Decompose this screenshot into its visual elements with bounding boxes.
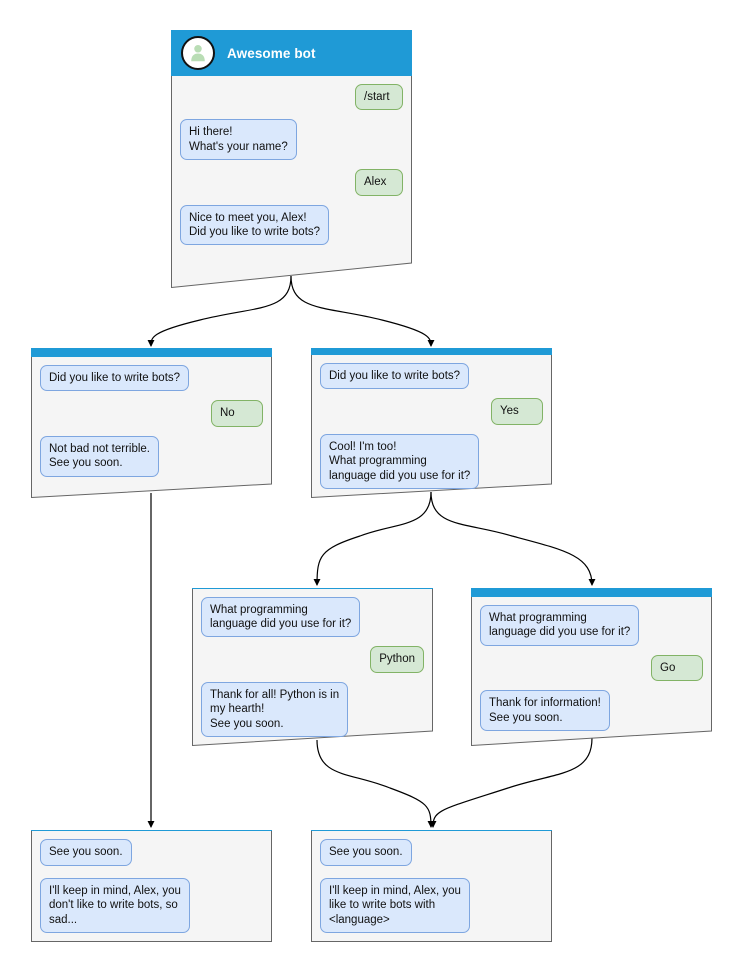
bot-message-bubble[interactable]: See you soon.	[40, 839, 132, 866]
bot-message-bubble[interactable]: See you soon.	[320, 839, 412, 866]
message-row: No	[40, 400, 263, 427]
node-python-branch[interactable]: What programming language did you use fo…	[192, 588, 433, 746]
bot-message-bubble[interactable]: What programming language did you use fo…	[201, 596, 361, 638]
node-end-yes-titlebar	[311, 830, 552, 832]
edge-yes-to-go	[430, 491, 596, 586]
message-row: What programming language did you use fo…	[480, 605, 703, 646]
message-row: Thank for all! Python is in my hearth! S…	[201, 681, 424, 737]
bot-message-bubble[interactable]: Nice to meet you, Alex! Did you like to …	[180, 204, 330, 246]
user-message-bubble[interactable]: No	[211, 400, 263, 427]
message-row: I'll keep in mind, Alex, you like to wri…	[320, 877, 543, 933]
message-row: Cool! I'm too! What programming language…	[320, 433, 543, 489]
bot-message-bubble[interactable]: Not bad not terrible. See you soon.	[40, 435, 160, 477]
node-python-branch-chat: What programming language did you use fo…	[192, 589, 433, 746]
bot-message-bubble[interactable]: Did you like to write bots?	[320, 362, 470, 390]
edge-python-to-endyes	[316, 739, 435, 828]
user-message-bubble[interactable]: Go	[651, 654, 703, 682]
message-row: Alex	[180, 169, 403, 196]
node-root-titlebar: Awesome bot	[171, 30, 412, 76]
bot-message-bubble[interactable]: I'll keep in mind, Alex, you like to wri…	[320, 877, 470, 933]
user-message-bubble[interactable]: /start	[355, 84, 403, 111]
node-root-bot-name: Awesome bot	[227, 45, 316, 61]
message-row: See you soon.	[320, 839, 543, 866]
node-no-branch-titlebar	[31, 348, 272, 357]
bot-message-bubble[interactable]: Did you like to write bots?	[40, 365, 190, 392]
message-row: Did you like to write bots?	[40, 365, 263, 392]
node-root[interactable]: Awesome bot /start Hi there! What's your…	[171, 30, 412, 288]
bot-message-bubble[interactable]: Thank for all! Python is in my hearth! S…	[201, 681, 349, 737]
node-no-branch-chat: Did you like to write bots? No Not bad n…	[31, 357, 272, 498]
node-root-chat: /start Hi there! What's your name? Alex …	[171, 76, 412, 288]
bot-message-bubble[interactable]: Thank for information! See you soon.	[480, 690, 610, 732]
node-yes-branch-titlebar	[311, 348, 552, 355]
message-row: Did you like to write bots?	[320, 362, 543, 390]
node-end-no-titlebar	[31, 830, 272, 832]
message-row: Thank for information! See you soon.	[480, 690, 703, 732]
person-avatar-icon	[181, 36, 215, 70]
node-end-yes[interactable]: See you soon. I'll keep in mind, Alex, y…	[311, 830, 552, 942]
message-row: Not bad not terrible. See you soon.	[40, 435, 263, 477]
message-row: Python	[201, 646, 424, 673]
node-go-branch-titlebar	[471, 588, 712, 597]
bot-message-bubble[interactable]: Cool! I'm too! What programming language…	[320, 433, 480, 489]
message-row: Hi there! What's your name?	[180, 119, 403, 161]
bot-message-bubble[interactable]: I'll keep in mind, Alex, you don't like …	[40, 877, 190, 933]
message-row: /start	[180, 84, 403, 111]
user-message-bubble[interactable]: Python	[370, 646, 424, 673]
edge-yes-to-python	[313, 491, 432, 586]
edge-go-to-endyes	[429, 737, 593, 828]
user-message-bubble[interactable]: Alex	[355, 169, 403, 196]
node-end-yes-chat: See you soon. I'll keep in mind, Alex, y…	[311, 831, 552, 942]
message-row: I'll keep in mind, Alex, you don't like …	[40, 877, 263, 933]
node-no-branch[interactable]: Did you like to write bots? No Not bad n…	[31, 348, 272, 498]
message-row: See you soon.	[40, 839, 263, 866]
bot-message-bubble[interactable]: Hi there! What's your name?	[180, 119, 297, 161]
node-go-branch[interactable]: What programming language did you use fo…	[471, 588, 712, 746]
message-row: Go	[480, 654, 703, 682]
node-yes-branch-chat: Did you like to write bots? Yes Cool! I'…	[311, 355, 552, 498]
node-end-no[interactable]: See you soon. I'll keep in mind, Alex, y…	[31, 830, 272, 942]
user-message-bubble[interactable]: Yes	[491, 398, 543, 425]
node-python-branch-titlebar	[192, 588, 433, 589]
message-row: What programming language did you use fo…	[201, 596, 424, 638]
node-end-no-chat: See you soon. I'll keep in mind, Alex, y…	[31, 831, 272, 942]
bot-message-bubble[interactable]: What programming language did you use fo…	[480, 605, 640, 646]
node-yes-branch[interactable]: Did you like to write bots? Yes Cool! I'…	[311, 348, 552, 498]
message-row: Nice to meet you, Alex! Did you like to …	[180, 204, 403, 246]
node-go-branch-chat: What programming language did you use fo…	[471, 597, 712, 746]
message-row: Yes	[320, 398, 543, 425]
